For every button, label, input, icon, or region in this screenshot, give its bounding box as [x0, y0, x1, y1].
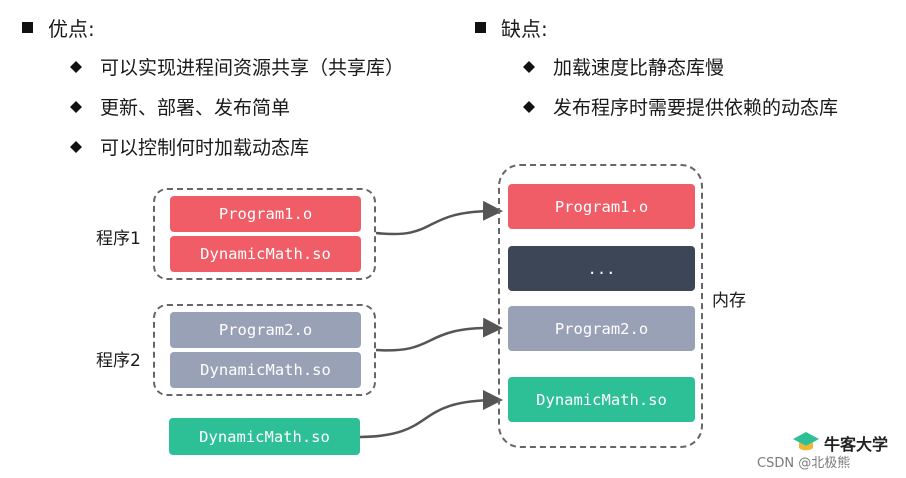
program1-object-box: Program1.o [170, 196, 361, 232]
diamond-bullet-icon [70, 140, 82, 153]
pros-item: 更新、部署、发布简单 [70, 93, 290, 120]
memory-program2-box: Program2.o [508, 306, 695, 351]
program1-dynamicmath-box: DynamicMath.so [170, 236, 361, 272]
diamond-bullet-icon [523, 100, 535, 113]
memory-program1-box: Program1.o [508, 184, 695, 229]
arrow-program1-to-memory [375, 200, 503, 236]
diamond-bullet-icon [523, 60, 535, 73]
program2-label: 程序2 [96, 351, 141, 371]
pros-heading: 优点: [22, 13, 95, 42]
cons-item: 加载速度比静态库慢 [523, 53, 724, 80]
csdn-watermark: CSDN @北极熊 [757, 456, 851, 471]
arrow-standalone-to-memory [359, 390, 503, 439]
memory-ellipsis-box: ... [508, 246, 695, 291]
cons-item: 发布程序时需要提供依赖的动态库 [523, 93, 838, 120]
program2-object-box: Program2.o [170, 312, 361, 348]
program1-label: 程序1 [96, 229, 141, 249]
pros-item: 可以实现进程间资源共享（共享库） [70, 53, 404, 80]
square-bullet-icon [475, 22, 486, 33]
memory-group: Program1.o ... Program2.o DynamicMath.so [498, 164, 703, 448]
logo-text: 牛客大学 [824, 435, 889, 454]
memory-dynamicmath-box: DynamicMath.so [508, 377, 695, 422]
program2-group: Program2.o DynamicMath.so [153, 304, 376, 396]
arrow-program2-to-memory [375, 317, 503, 352]
diamond-bullet-icon [70, 100, 82, 113]
square-bullet-icon [22, 22, 33, 33]
pros-item: 可以控制何时加载动态库 [70, 133, 309, 160]
standalone-dynamicmath-box: DynamicMath.so [169, 418, 360, 455]
graduation-cap-icon [793, 432, 819, 451]
memory-label: 内存 [712, 291, 746, 311]
program1-group: Program1.o DynamicMath.so [153, 188, 376, 280]
cons-heading: 缺点: [475, 13, 548, 42]
watermark-logo: 牛客大学 [792, 430, 888, 456]
diamond-bullet-icon [70, 60, 82, 73]
program2-dynamicmath-box: DynamicMath.so [170, 352, 361, 388]
